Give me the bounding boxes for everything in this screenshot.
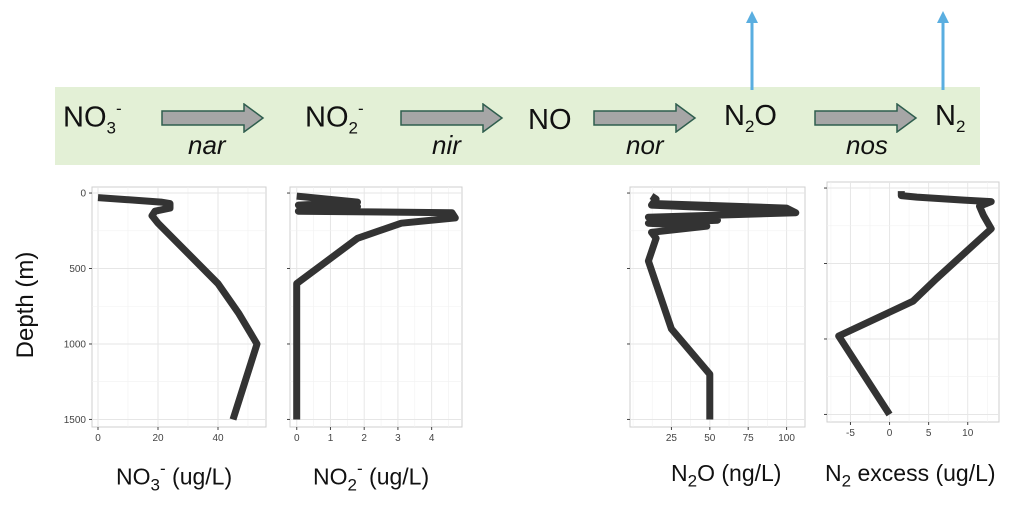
- nitrite-profile-chart: 0 1 2 3 4: [287, 186, 463, 444]
- x-tick-label: 4: [429, 433, 435, 444]
- species-nitrous-oxide: N2O: [724, 100, 777, 136]
- n2-excess-profile-chart: -5 0 5 10: [824, 181, 1000, 439]
- species-nitrate: NO3-: [63, 99, 122, 138]
- profile-line: [835, 191, 995, 417]
- x-tick-label: 100: [778, 433, 795, 444]
- species-dinitrogen: N2: [935, 100, 966, 136]
- nir-arrow: [400, 103, 504, 133]
- nos-arrow: [814, 103, 918, 133]
- enzyme-nir: nir: [432, 130, 461, 160]
- y-tick-label: 500: [69, 264, 86, 275]
- x-tick-label: 75: [743, 433, 755, 444]
- x-tick-label: 5: [926, 428, 932, 439]
- enzyme-nos: nos: [846, 130, 888, 160]
- x-tick-label: 10: [962, 428, 974, 439]
- species-nitrite: NO2-: [305, 99, 364, 138]
- x-tick-label: 25: [666, 433, 678, 444]
- profile-line: [293, 192, 459, 420]
- nitrite-xlabel: NO2- (ug/L): [313, 459, 430, 495]
- x-tick-label: 0: [294, 433, 300, 444]
- pathway-band: [55, 87, 980, 165]
- n2o-flux-arrow: [746, 11, 758, 90]
- x-tick-label: 2: [361, 433, 367, 444]
- enzyme-nar: nar: [188, 130, 226, 160]
- nitrous-oxide-xlabel: N2O (ng/L): [671, 460, 782, 491]
- n2-excess-xlabel: N2 excess (ug/L): [825, 460, 996, 491]
- y-tick-label: 0: [80, 189, 86, 200]
- nitrate-profile-chart: 0 20 40 0 500 1000 1500: [64, 186, 267, 444]
- y-tick-label: 1000: [64, 339, 87, 350]
- panel-frame: [826, 181, 1000, 423]
- profile-line: [644, 193, 800, 420]
- x-tick-label: 20: [152, 433, 164, 444]
- nar-arrow: [161, 103, 265, 133]
- nor-arrow: [593, 103, 697, 133]
- x-tick-label: -5: [846, 428, 855, 439]
- x-tick-label: 0: [887, 428, 893, 439]
- enzyme-nor: nor: [626, 130, 664, 160]
- x-tick-label: 0: [95, 433, 101, 444]
- x-tick-label: 1: [328, 433, 334, 444]
- panel-frame: [289, 186, 463, 428]
- x-tick-label: 50: [704, 433, 716, 444]
- x-tick-label: 3: [395, 433, 401, 444]
- species-nitric-oxide: NO: [528, 104, 572, 136]
- profile-line: [97, 194, 261, 421]
- nitrous-oxide-profile-chart: 25 50 75 100: [627, 186, 806, 444]
- nitrate-xlabel: NO3- (ug/L): [116, 459, 233, 495]
- y-axis-label: Depth (m): [12, 251, 39, 359]
- x-tick-label: 40: [212, 433, 224, 444]
- n2-flux-arrow: [937, 11, 949, 90]
- y-tick-label: 1500: [64, 415, 87, 426]
